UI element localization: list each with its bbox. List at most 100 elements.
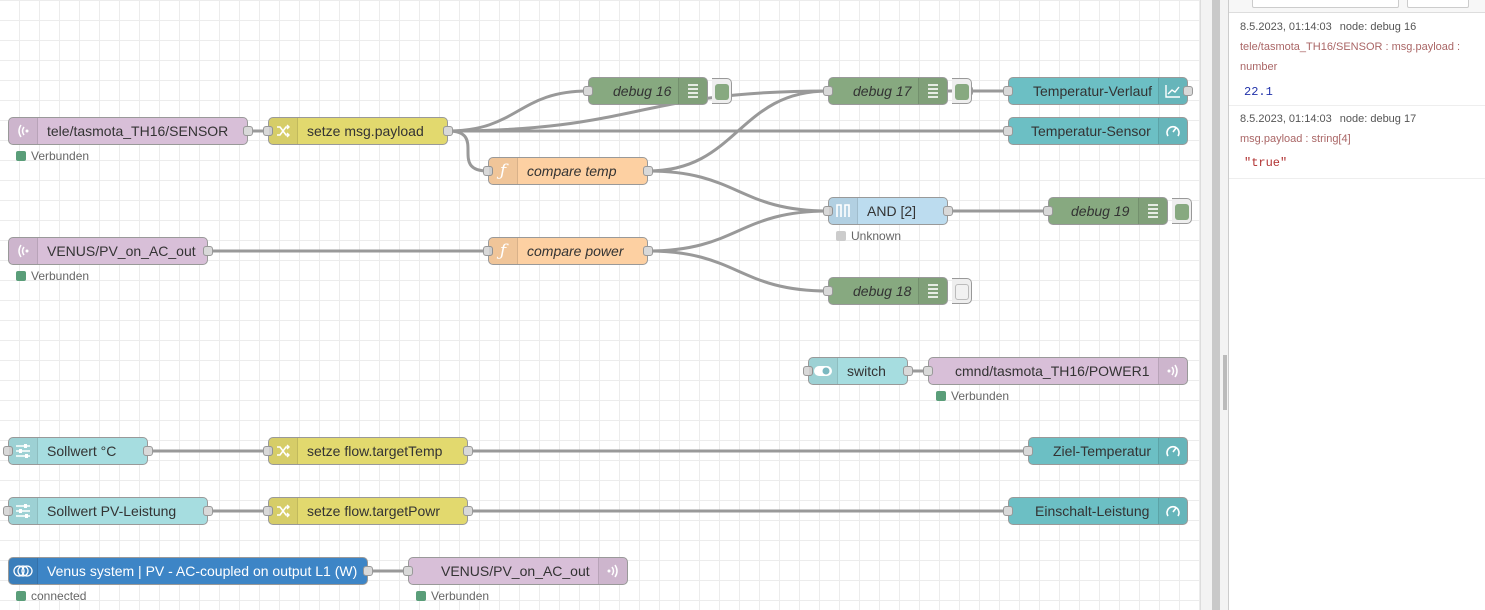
output-port[interactable] bbox=[143, 446, 153, 456]
debug-message-value[interactable]: "true" bbox=[1244, 156, 1288, 170]
wire[interactable] bbox=[647, 249, 829, 293]
output-port[interactable] bbox=[443, 126, 453, 136]
input-port[interactable] bbox=[1003, 86, 1013, 96]
wire[interactable] bbox=[447, 89, 829, 133]
debug-node-19[interactable]: debug 19 bbox=[1043, 197, 1168, 225]
input-port[interactable] bbox=[1023, 446, 1033, 456]
output-port[interactable] bbox=[463, 506, 473, 516]
input-port[interactable] bbox=[263, 506, 273, 516]
output-port[interactable] bbox=[203, 246, 213, 256]
node-label: debug 19 bbox=[1071, 203, 1130, 219]
logic-gate-icon bbox=[829, 198, 858, 224]
sidebar-resize-handle[interactable] bbox=[1223, 355, 1227, 410]
function-node-compare-power[interactable]: ƒ compare power bbox=[483, 237, 653, 265]
mqtt-in-node-venus[interactable]: VENUS/PV_on_AC_out bbox=[8, 237, 213, 265]
change-node-set-payload[interactable]: setze msg.payload bbox=[263, 117, 453, 145]
gauge-icon bbox=[1158, 438, 1187, 464]
shuffle-icon bbox=[269, 118, 298, 144]
input-port[interactable] bbox=[823, 86, 833, 96]
workspace-scrollbar[interactable] bbox=[1200, 0, 1228, 610]
ui-slider-node-sollwert-temp[interactable]: Sollwert °C bbox=[3, 437, 153, 465]
debug-toggle-button[interactable] bbox=[1172, 198, 1192, 224]
ui-gauge-node-temperatur-sensor[interactable]: Temperatur-Sensor bbox=[1003, 117, 1188, 145]
input-port[interactable] bbox=[3, 506, 13, 516]
debug-message-value[interactable]: 22.1 bbox=[1244, 85, 1273, 99]
output-port[interactable] bbox=[643, 246, 653, 256]
node-label: switch bbox=[847, 363, 886, 379]
change-node-set-target-temp[interactable]: setze flow.targetTemp bbox=[263, 437, 473, 465]
debug-node-16[interactable]: debug 16 bbox=[583, 77, 708, 105]
input-port[interactable] bbox=[1003, 506, 1013, 516]
node-label: setze msg.payload bbox=[307, 123, 424, 139]
function-node-compare-temp[interactable]: ƒ compare temp bbox=[483, 157, 653, 185]
ui-switch-node[interactable]: switch bbox=[803, 357, 913, 385]
ui-chart-node-temperatur-verlauf[interactable]: Temperatur-Verlauf bbox=[1003, 77, 1193, 105]
gauge-icon bbox=[1158, 498, 1187, 524]
wire[interactable] bbox=[647, 209, 829, 253]
node-status: Verbunden bbox=[16, 269, 89, 283]
input-port[interactable] bbox=[483, 246, 493, 256]
gauge-icon bbox=[1158, 118, 1187, 144]
wire[interactable] bbox=[647, 89, 829, 173]
input-port[interactable] bbox=[823, 206, 833, 216]
ui-gauge-node-ziel-temperatur[interactable]: Ziel-Temperatur bbox=[1023, 437, 1188, 465]
input-port[interactable] bbox=[583, 86, 593, 96]
function-icon: ƒ bbox=[489, 158, 518, 184]
input-port[interactable] bbox=[483, 166, 493, 176]
node-label: debug 16 bbox=[613, 83, 672, 99]
ui-slider-node-sollwert-pv[interactable]: Sollwert PV-Leistung bbox=[3, 497, 213, 525]
flow-wires bbox=[147, 89, 1048, 573]
chart-line-icon bbox=[1158, 78, 1187, 104]
output-port[interactable] bbox=[903, 366, 913, 376]
node-label: debug 17 bbox=[853, 83, 912, 99]
debug-filter-dropdown[interactable] bbox=[1252, 0, 1399, 8]
debug-message-topic: tele/tasmota_TH16/SENSOR : msg.payload : bbox=[1240, 41, 1461, 53]
input-port[interactable] bbox=[263, 446, 273, 456]
debug-node-18[interactable]: debug 18 bbox=[823, 277, 948, 305]
output-port[interactable] bbox=[643, 166, 653, 176]
flow-workspace[interactable]: tele/tasmota_TH16/SENSOR Verbunden setze… bbox=[0, 0, 1200, 610]
output-port[interactable] bbox=[1183, 86, 1193, 96]
output-port[interactable] bbox=[243, 126, 253, 136]
node-label: cmnd/tasmota_TH16/POWER1 bbox=[955, 363, 1150, 379]
mqtt-antenna-icon bbox=[598, 558, 627, 584]
and-gate-node[interactable]: AND [2] bbox=[823, 197, 953, 225]
node-label: Temperatur-Sensor bbox=[1031, 123, 1151, 139]
input-port[interactable] bbox=[403, 566, 413, 576]
wire[interactable] bbox=[447, 129, 489, 173]
debug-node-17[interactable]: debug 17 bbox=[823, 77, 973, 105]
scrollbar-thumb[interactable] bbox=[1212, 0, 1220, 610]
sliders-icon bbox=[9, 498, 38, 524]
node-label: Einschalt-Leistung bbox=[1035, 503, 1150, 519]
input-port[interactable] bbox=[1003, 126, 1013, 136]
input-port[interactable] bbox=[803, 366, 813, 376]
input-port[interactable] bbox=[823, 286, 833, 296]
output-port[interactable] bbox=[943, 206, 953, 216]
debug-toggle-button-disabled[interactable] bbox=[952, 278, 972, 304]
victron-input-node[interactable]: Venus system | PV - AC-coupled on output… bbox=[8, 557, 373, 585]
input-port[interactable] bbox=[263, 126, 273, 136]
mqtt-out-node-power1[interactable]: cmnd/tasmota_TH16/POWER1 bbox=[923, 357, 1188, 385]
mqtt-out-node-venus[interactable]: VENUS/PV_on_AC_out bbox=[403, 557, 628, 585]
input-port[interactable] bbox=[1043, 206, 1053, 216]
mqtt-in-node-th16-sensor[interactable]: tele/tasmota_TH16/SENSOR bbox=[8, 117, 253, 145]
debug-toggle-button[interactable] bbox=[712, 78, 732, 104]
ui-gauge-node-einschalt-leistung[interactable]: Einschalt-Leistung bbox=[1003, 497, 1188, 525]
output-port[interactable] bbox=[463, 446, 473, 456]
input-port[interactable] bbox=[923, 366, 933, 376]
wire[interactable] bbox=[647, 169, 829, 213]
change-node-set-target-power[interactable]: setze flow.targetPowr bbox=[263, 497, 473, 525]
node-label: compare power bbox=[527, 243, 624, 259]
debug-clear-button[interactable] bbox=[1407, 0, 1469, 8]
node-label: setze flow.targetTemp bbox=[307, 443, 443, 459]
output-port[interactable] bbox=[203, 506, 213, 516]
debug-toggle-button[interactable] bbox=[952, 78, 972, 104]
node-label: Ziel-Temperatur bbox=[1053, 443, 1152, 459]
node-label: AND [2] bbox=[867, 203, 917, 219]
output-port[interactable] bbox=[363, 566, 373, 576]
input-port[interactable] bbox=[3, 446, 13, 456]
